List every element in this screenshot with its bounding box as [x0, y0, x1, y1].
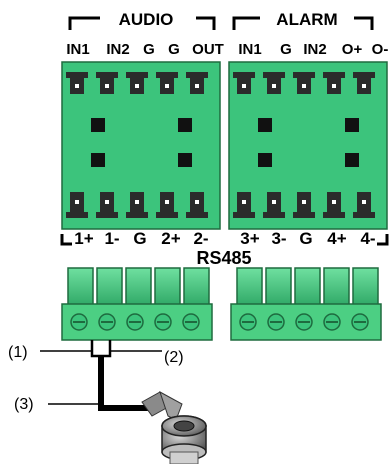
alarm-top-pin-label: IN1: [238, 41, 261, 58]
rs485-label: RS485: [196, 248, 251, 268]
audio-top-pin-label: OUT: [192, 41, 224, 58]
audio-top-pin-label: G: [168, 41, 180, 58]
alarm-bottom-sockets: [233, 192, 375, 218]
rca-plug: [141, 390, 207, 464]
alarm-top-pin-label: G: [280, 41, 292, 58]
callout-leaders: [40, 350, 162, 405]
audio-bottom-pin-label: G: [133, 229, 146, 248]
alarm-top-pin-label: O-: [372, 41, 389, 58]
audio-bottom-pin-label: 1+: [74, 229, 93, 248]
callout-3: (3): [14, 396, 34, 413]
alarm-bracket: [232, 16, 374, 30]
alarm-top-pin-label: O+: [342, 41, 363, 58]
alarm-plug-block: [230, 267, 382, 341]
alarm-bottom-pin-label: 3-: [271, 229, 286, 248]
alarm-top-pin-label: IN2: [303, 41, 326, 58]
audio-bottom-pin-label: 2+: [161, 229, 180, 248]
audio-plug-block: [61, 267, 213, 341]
mounting-holes: [91, 118, 359, 167]
audio-bottom-pin-label: 2-: [193, 229, 208, 248]
audio-top-sockets: [66, 72, 208, 94]
audio-top-pin-label: IN2: [106, 41, 129, 58]
alarm-bottom-pin-label: 4+: [327, 229, 346, 248]
alarm-top-sockets: [233, 72, 375, 94]
alarm-bottom-pin-label: 4-: [360, 229, 375, 248]
alarm-bottom-pin-label: G: [299, 229, 312, 248]
audio-title: AUDIO: [119, 10, 174, 29]
audio-top-pin-label: IN1: [66, 41, 89, 58]
alarm-bottom-pin-label: 3+: [240, 229, 259, 248]
audio-top-pin-label: G: [143, 41, 155, 58]
alarm-title: ALARM: [276, 10, 337, 29]
callout-1: (1): [8, 344, 28, 361]
audio-bottom-pin-label: 1-: [104, 229, 119, 248]
callout-2: (2): [164, 349, 184, 366]
audio-bracket: [68, 16, 216, 30]
rs485-bracket: [60, 234, 389, 246]
audio-bottom-sockets: [66, 192, 208, 218]
